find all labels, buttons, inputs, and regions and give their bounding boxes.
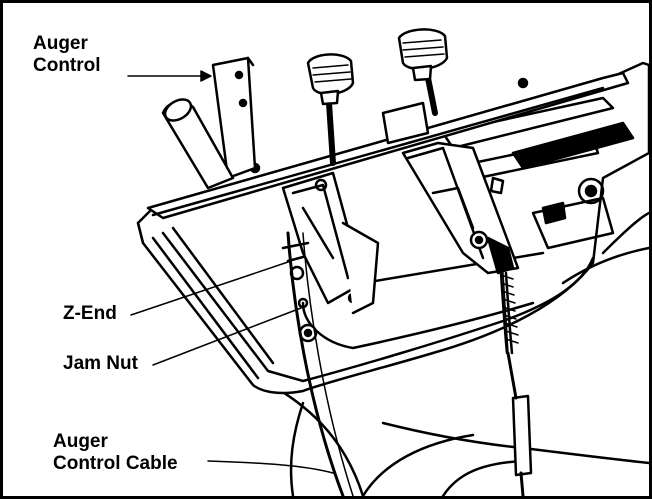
left-control-bracket-drawing <box>281 171 380 343</box>
panel-top-rail-drawing <box>146 71 630 220</box>
callout-auger-control-cable-line2: Control Cable <box>53 453 178 474</box>
callout-auger-control-cable: Auger Control Cable <box>53 431 178 475</box>
auger-housing-drawing <box>266 381 649 496</box>
right-cable-drawing <box>499 271 533 496</box>
callout-z-end-text: Z-End <box>63 303 117 324</box>
callout-leader-lines <box>127 70 334 474</box>
callout-jam-nut: Jam Nut <box>63 353 138 375</box>
callout-auger-control-cable-line1: Auger <box>53 431 108 452</box>
right-knob-drawing <box>397 28 449 116</box>
callout-auger-control-line1: Auger <box>33 33 88 54</box>
callout-z-end: Z-End <box>63 303 117 325</box>
auger-control-lever-drawing <box>211 56 257 180</box>
left-knob-drawing <box>306 53 355 166</box>
snowblower-control-panel-illustration <box>127 28 649 496</box>
callout-jam-nut-text: Jam Nut <box>63 353 138 374</box>
callout-auger-control: Auger Control <box>33 33 101 77</box>
handle-tube-drawing <box>161 98 235 190</box>
callout-auger-control-line2: Control <box>33 55 101 76</box>
right-control-bracket-drawing <box>401 141 520 275</box>
